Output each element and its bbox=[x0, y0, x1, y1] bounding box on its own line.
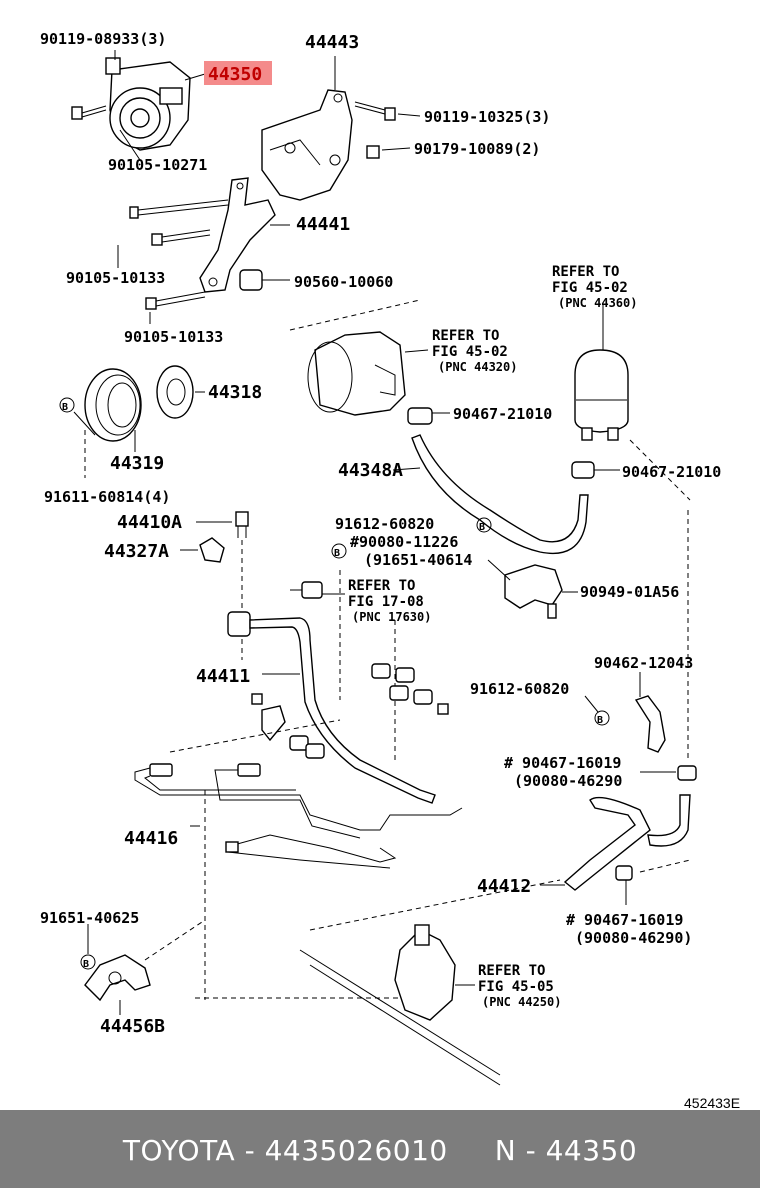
label-44350: 44350 bbox=[208, 64, 262, 85]
pressure-switch-ref bbox=[290, 581, 323, 599]
footer-bar: TOYOTA - 4435026010 N - 44350 bbox=[0, 1110, 760, 1188]
label-44319: 44319 bbox=[110, 453, 164, 474]
label-90467-21010-b: 90467-21010 bbox=[622, 463, 721, 481]
label-90179-10089: 90179-10089(2) bbox=[414, 140, 540, 158]
clamp-90467-21010-b bbox=[571, 461, 595, 479]
parts-diagram: B bbox=[40, 30, 740, 1110]
pulley-44319 bbox=[84, 368, 142, 442]
bracket-44441 bbox=[199, 177, 276, 293]
gear-box-ref bbox=[299, 924, 501, 1086]
ref-reservoir-line3: (PNC 44360) bbox=[558, 296, 637, 310]
clip-90462-12043 bbox=[634, 695, 666, 753]
reservoir-ref bbox=[574, 349, 629, 441]
label-90560-10060: 90560-10060 bbox=[294, 273, 393, 291]
label-44327A: 44327A bbox=[104, 541, 169, 562]
label-90080-11226: #90080-11226 bbox=[350, 533, 458, 551]
label-44412: 44412 bbox=[477, 876, 531, 897]
pressure-hose-44411 bbox=[227, 611, 436, 804]
clamp-44327A bbox=[199, 537, 225, 563]
label-90080-46290-b: (90080-46290) bbox=[575, 929, 692, 947]
footer-part-info: TOYOTA - 4435026010 N - 44350 bbox=[122, 1134, 638, 1167]
svg-text:B: B bbox=[62, 402, 68, 413]
label-90949-01A56: 90949-01A56 bbox=[580, 583, 679, 601]
label-91651-40614: (91651-40614 bbox=[364, 551, 472, 569]
label-90467-21010-a: 90467-21010 bbox=[453, 405, 552, 423]
marker-b-91612-a: B bbox=[476, 517, 492, 533]
label-44441: 44441 bbox=[296, 214, 350, 235]
highlight-44350 bbox=[204, 61, 272, 85]
svg-text:B: B bbox=[597, 715, 603, 726]
ref-reservoir-line2: FIG 45-02 bbox=[552, 280, 628, 296]
ref-reservoir-line1: REFER TO bbox=[552, 264, 619, 280]
svg-text:B: B bbox=[83, 959, 89, 970]
bolt-90105-10133-b bbox=[145, 291, 206, 310]
bolt-90105-10133-a bbox=[151, 229, 211, 246]
nut-90179-10089 bbox=[366, 145, 380, 159]
label-44443: 44443 bbox=[305, 32, 359, 53]
bolt-long-upper bbox=[129, 199, 229, 219]
marker-b-91651: B bbox=[80, 954, 96, 970]
ref-switch-line1: REFER TO bbox=[348, 578, 415, 594]
ref-gearbox-line1: REFER TO bbox=[478, 963, 545, 979]
label-91612-60820-b: 91612-60820 bbox=[470, 680, 569, 698]
bolt-90119-10325 bbox=[354, 101, 396, 121]
bracket-90949-01A56 bbox=[504, 564, 563, 619]
label-44411: 44411 bbox=[196, 666, 250, 687]
label-44456B: 44456B bbox=[100, 1016, 165, 1037]
ref-pump-line2: FIG 45-02 bbox=[432, 344, 508, 360]
clamp-44456B bbox=[84, 954, 151, 1002]
label-44318: 44318 bbox=[208, 382, 262, 403]
label-44410A: 44410A bbox=[117, 512, 182, 533]
return-hose-44412 bbox=[563, 765, 697, 891]
hose-44348A bbox=[411, 434, 589, 554]
illustration-id: 452433E bbox=[684, 1095, 740, 1110]
label-91611-60814: 91611-60814(4) bbox=[44, 488, 170, 506]
label-91612-60820-a: 91612-60820 bbox=[335, 515, 434, 533]
label-90105-10133-b: 90105-10133 bbox=[124, 328, 223, 346]
bracket-44443 bbox=[261, 89, 353, 201]
bolt-90105-10271 bbox=[71, 105, 107, 120]
clamp-90467-21010-a bbox=[407, 407, 433, 425]
union-bolt-44410A bbox=[235, 511, 249, 538]
marker-b-90080: B bbox=[331, 543, 347, 559]
return-tube-44416 bbox=[134, 763, 463, 869]
label-90105-10133-a: 90105-10133 bbox=[66, 269, 165, 287]
hub-44318 bbox=[156, 365, 194, 419]
pump-body-ref bbox=[307, 331, 406, 416]
ref-switch-line2: FIG 17-08 bbox=[348, 594, 424, 610]
vane-pump-assembly bbox=[105, 57, 191, 151]
clamp-set-upper bbox=[371, 663, 449, 715]
label-90119-10325: 90119-10325(3) bbox=[424, 108, 550, 126]
label-91651-40625: 91651-40625 bbox=[40, 909, 139, 927]
label-90105-10271: 90105-10271 bbox=[108, 156, 207, 174]
svg-text:B: B bbox=[479, 522, 485, 533]
ref-gearbox-line2: FIG 45-05 bbox=[478, 979, 554, 995]
ref-pump-line3: (PNC 44320) bbox=[438, 360, 517, 374]
label-90119-08933: 90119-08933(3) bbox=[40, 30, 166, 48]
marker-b-91612-b: B bbox=[594, 710, 610, 726]
ref-switch-line3: (PNC 17630) bbox=[352, 610, 431, 624]
label-90462-12043: 90462-12043 bbox=[594, 654, 693, 672]
marker-b-91611: B bbox=[59, 397, 75, 413]
clamp-set-lower bbox=[251, 693, 325, 759]
spacer-90560-10060 bbox=[239, 269, 263, 291]
label-90467-16019-b: # 90467-16019 bbox=[566, 911, 683, 929]
ref-pump-line1: REFER TO bbox=[432, 328, 499, 344]
ref-gearbox-line3: (PNC 44250) bbox=[482, 995, 561, 1009]
svg-text:B: B bbox=[334, 548, 340, 559]
label-90080-46290-a: (90080-46290 bbox=[514, 772, 622, 790]
label-90467-16019-a: # 90467-16019 bbox=[504, 754, 621, 772]
label-44348A: 44348A bbox=[338, 460, 403, 481]
label-44416: 44416 bbox=[124, 828, 178, 849]
